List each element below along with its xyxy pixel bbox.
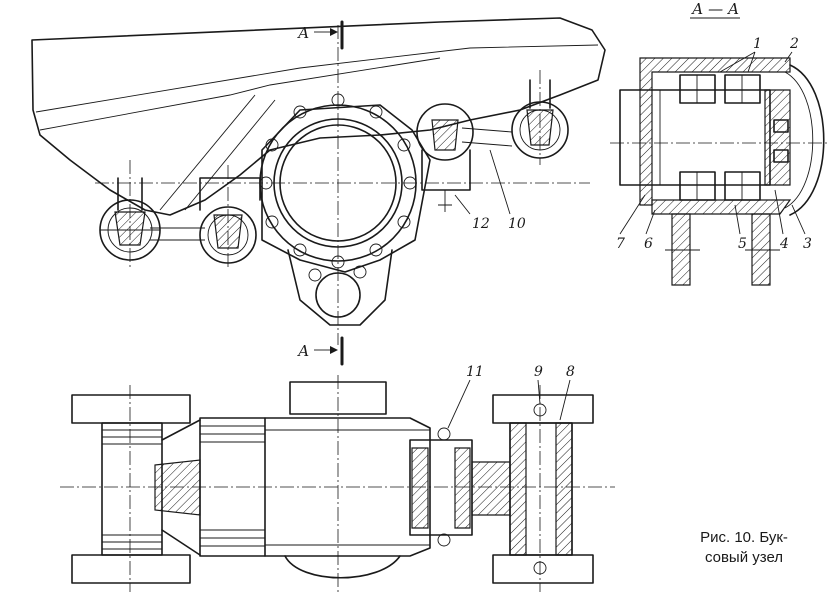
- figure-caption: Рис. 10. Бук- совый узел: [664, 528, 824, 568]
- callout-1: 1: [753, 36, 762, 52]
- callout-5: 5: [738, 236, 747, 252]
- callout-3: 3: [803, 236, 812, 252]
- callout-12: 12: [472, 216, 490, 232]
- callout-6: 6: [644, 236, 653, 252]
- callout-7: 7: [616, 236, 625, 252]
- callout-4: 4: [779, 236, 789, 252]
- callout-11: 11: [466, 364, 484, 380]
- plan-view: 11 9 8: [60, 364, 615, 595]
- spring-holder-right-top: [416, 103, 474, 212]
- section-marker-bottom: А: [297, 336, 344, 366]
- section-letter-bottom: А: [297, 342, 309, 360]
- caption-line-1: Рис. 10. Бук-: [700, 529, 788, 546]
- spring-holder-middle: [199, 177, 261, 264]
- caption-line-2: совый узел: [704, 549, 784, 566]
- callout-8: 8: [566, 364, 575, 380]
- callout-2: 2: [789, 36, 799, 52]
- axle-box-body: [259, 93, 431, 326]
- frame-beam: [31, 17, 606, 216]
- section-a-a-view: А — А 1 2 3 4 5 6 7: [610, 0, 830, 286]
- side-view: А А 12 10: [31, 17, 606, 366]
- callout-10: 10: [508, 216, 526, 232]
- section-marker-top: А: [297, 20, 344, 50]
- callout-9: 9: [534, 364, 543, 380]
- section-letter-top: А: [297, 24, 309, 42]
- section-title: А — А: [691, 0, 739, 18]
